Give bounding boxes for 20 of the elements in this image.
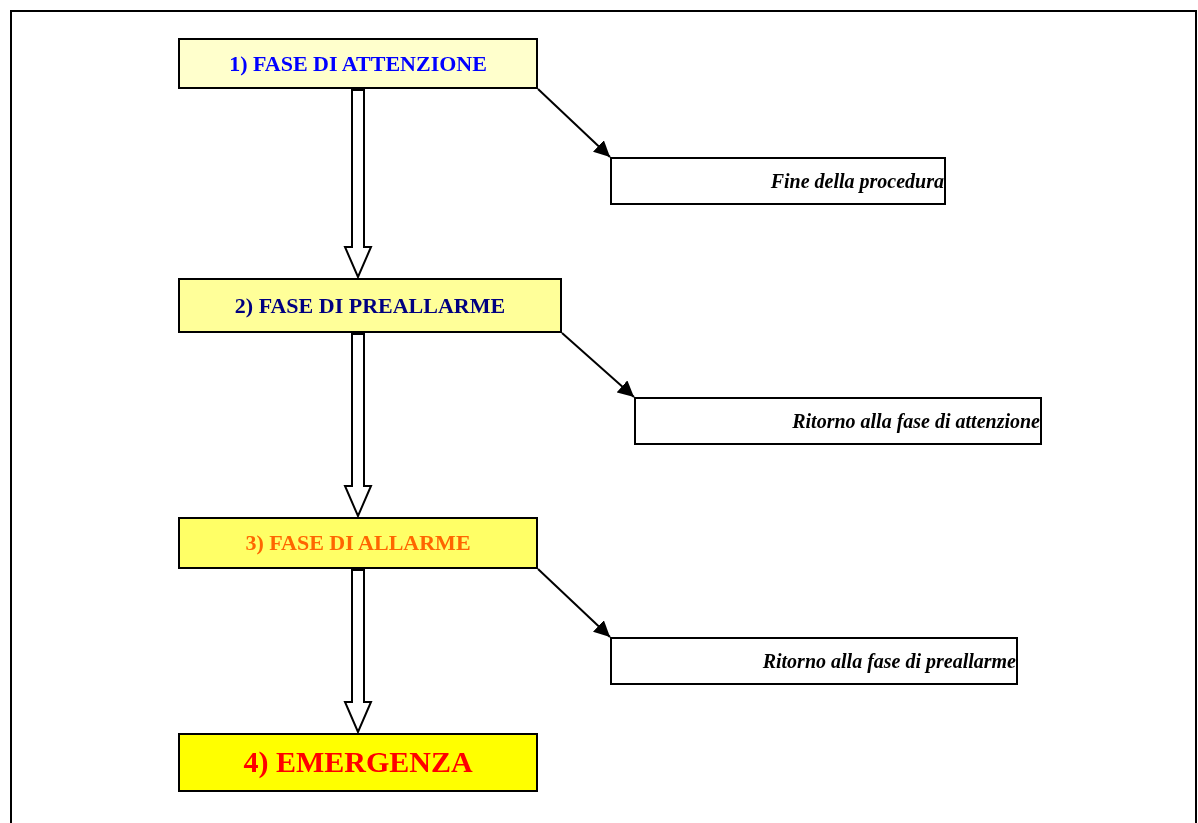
block-arrow bbox=[343, 569, 373, 735]
block-arrow bbox=[343, 333, 373, 519]
node-label: 1) FASE DI ATTENZIONE bbox=[229, 50, 487, 77]
outcome-box bbox=[610, 157, 946, 205]
outcome-box bbox=[634, 397, 1042, 445]
node-label: 4) EMERGENZA bbox=[243, 745, 473, 780]
outcome-box bbox=[610, 637, 1018, 685]
node-label: Ritorno alla fase di attenzione bbox=[792, 409, 1040, 433]
node-label: 2) FASE DI PREALLARME bbox=[234, 292, 506, 319]
phase-box bbox=[178, 38, 538, 89]
arrow bbox=[537, 88, 611, 158]
node-label: Fine della procedura bbox=[770, 169, 944, 193]
arrow bbox=[561, 332, 635, 398]
phase-box bbox=[178, 517, 538, 569]
node-label: 3) FASE DI ALLARME bbox=[245, 530, 471, 556]
node-label: Ritorno alla fase di preallarme bbox=[762, 649, 1016, 673]
phase-box bbox=[178, 278, 562, 333]
arrow bbox=[537, 568, 611, 638]
emergency-box bbox=[178, 733, 538, 792]
block-arrow bbox=[343, 89, 373, 280]
